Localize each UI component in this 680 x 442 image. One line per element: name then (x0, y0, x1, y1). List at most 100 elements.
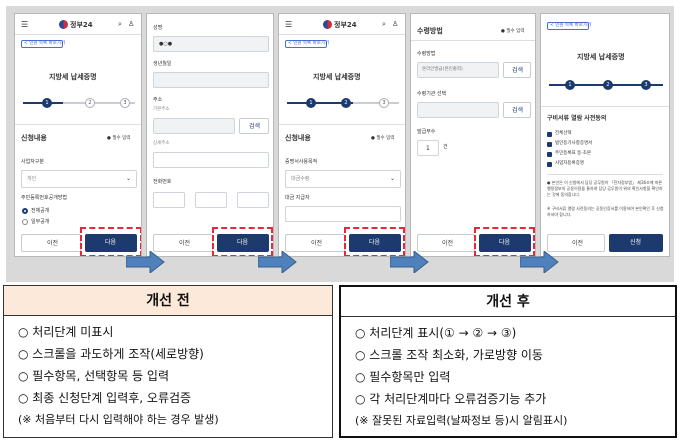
prev-button[interactable]: 이전 (153, 234, 213, 252)
logo-text: 정부24 (334, 21, 357, 29)
next-button[interactable]: 다음 (217, 234, 269, 252)
field-label: 사업자구분 (21, 159, 45, 165)
user-icon[interactable]: ♙ (128, 20, 135, 28)
highlight-next (474, 227, 535, 256)
purpose-select[interactable]: 대금수령 ⌄ (285, 170, 401, 188)
gov-logo-icon (323, 20, 332, 29)
section-title: 구비서류 열람 사전동의 (547, 115, 607, 122)
checkbox-doc-3[interactable] (547, 162, 552, 167)
step-3: 3 (379, 98, 389, 108)
field-label: 대금 지급자 (285, 195, 310, 201)
checkbox-doc-1[interactable] (547, 142, 552, 147)
search-button[interactable]: 검색 (239, 118, 269, 134)
prev-button[interactable]: 이전 (417, 234, 475, 252)
after-line: ○ 필수항목만 입력 (355, 370, 451, 384)
back-to-list-link[interactable]: < 민원 목록 바로가기 (547, 22, 591, 30)
address-placeholder: 기본주소 (153, 107, 170, 112)
search-icon[interactable]: ⌕ (382, 20, 386, 28)
business-type-select[interactable]: 개인 ⌄ (21, 170, 137, 188)
consent-notice: ● 본인은 이 신청에서 담당 공무원이 「전자정부법」 제36조에 따른 행정… (547, 180, 663, 197)
field-label: 수령기관 선택 (417, 91, 447, 97)
after-line: ○ 각 처리단계마다 오류검증기능 추가 (355, 392, 547, 406)
prev-button[interactable]: 이전 (21, 234, 81, 252)
birth-input[interactable] (153, 72, 269, 88)
menu-icon[interactable]: ☰ (21, 20, 29, 29)
screen-4: 수령방법 ● 필수 입력 수령방법 온라인발급(본인출력) 검색 수령기관 선택… (410, 13, 536, 257)
before-panel: 개선 전 ○ 처리단계 미표시 ○ 스크롤을 과도하게 조작(세로방향) ○ 필… (3, 285, 333, 438)
next-button[interactable]: 다음 (479, 234, 531, 252)
required-note: ● 필수 입력 (501, 29, 525, 34)
step-1: 1 (565, 80, 575, 90)
back-to-list-link[interactable]: < 민원 목록 바로가기 (21, 40, 65, 48)
name-input[interactable]: ●○● (153, 36, 269, 52)
chevron-down-icon: ⌄ (390, 175, 396, 182)
user-icon[interactable]: ♙ (392, 20, 399, 28)
page-title: 지방세 납세증명 (313, 73, 361, 81)
field-label: 증명서사용목적 (285, 159, 318, 165)
agency-input[interactable] (417, 102, 499, 118)
search-button[interactable]: 검색 (503, 62, 531, 78)
apply-button[interactable]: 신청 (609, 234, 663, 252)
after-line: (※ 잘못된 자료입력(날짜정보 등)시 알림표시) (355, 414, 568, 427)
phone-input-1[interactable] (153, 192, 185, 208)
consent-note: ※ 구비서류 열람 사전동의는 공동인증서를 이용하여 본인확인 후 신청하셔야… (547, 206, 664, 217)
radio-full[interactable] (22, 208, 28, 214)
receive-method-input[interactable]: 온라인발급(본인출력) (417, 62, 499, 78)
step-1: 1 (42, 98, 52, 108)
back-to-list-link[interactable]: < 민원 목록 바로가기 (285, 40, 329, 48)
arrow-right-icon (126, 251, 165, 273)
step-2: 2 (603, 80, 613, 90)
detail-address-input[interactable] (153, 152, 269, 168)
section-title: 신청내용 (285, 134, 311, 142)
phone-input-3[interactable] (237, 192, 269, 208)
highlight-next (80, 227, 141, 256)
search-button[interactable]: 검색 (503, 102, 531, 118)
radio-partial[interactable] (22, 219, 28, 225)
chevron-down-icon: ⌄ (126, 175, 132, 182)
field-label: 주소 (153, 97, 163, 103)
step-3: 3 (120, 98, 130, 108)
page-title: 지방세 납세증명 (577, 53, 625, 61)
phone-input-2[interactable] (195, 192, 227, 208)
field-label: 수령방법 (417, 51, 436, 57)
prev-button[interactable]: 이전 (285, 234, 345, 252)
payer-input[interactable] (285, 206, 401, 222)
arrow-right-icon (520, 251, 559, 273)
required-note: ● 필수 입력 (107, 136, 131, 141)
before-line: ○ 스크롤을 과도하게 조작(세로방향) (18, 347, 204, 361)
arrow-right-icon (390, 251, 429, 273)
search-icon[interactable]: ⌕ (118, 20, 122, 28)
field-label: 주민등록번호공개방법 (21, 195, 68, 201)
field-label: 전화번호 (153, 179, 172, 185)
required-note: ● 필수 입력 (371, 136, 395, 141)
field-label: 발급부수 (417, 129, 436, 135)
before-line: ○ 최종 신청단계 입력후, 오류검증 (18, 391, 192, 405)
after-line: ○ 처리단계 표시(① → ② → ③) (355, 326, 517, 340)
before-title: 개선 전 (4, 286, 332, 316)
checkbox-all[interactable] (547, 132, 552, 137)
next-button[interactable]: 다음 (349, 234, 401, 252)
section-title: 신청내용 (21, 134, 47, 142)
copies-input[interactable]: 1 (417, 140, 439, 156)
after-line: ○ 스크롤 조작 최소화, 가로방향 이동 (355, 348, 543, 362)
gov-logo-icon (59, 20, 68, 29)
field-label: 생년월일 (153, 61, 172, 67)
screen-flow-strip: ☰ 정부24 ⌕ ♙ < 민원 목록 바로가기 지방세 납세증명 1 2 3 신… (6, 6, 674, 282)
step-2: 2 (341, 98, 351, 108)
step-2: 2 (85, 98, 95, 108)
page-title: 지방세 납세증명 (49, 73, 97, 81)
menu-icon[interactable]: ☰ (285, 20, 293, 29)
highlight-next (212, 227, 273, 256)
step-3: 3 (641, 80, 651, 90)
field-label: 성명 (153, 25, 163, 31)
screen-5: < 민원 목록 바로가기 지방세 납세증명 1 2 3 구비서류 열람 사전동의… (540, 13, 670, 257)
prev-button[interactable]: 이전 (547, 234, 605, 252)
screen-2: 성명 ●○● 생년월일 주소 기본주소 검색 상세주소 전화번호 이전 다음 (146, 13, 274, 257)
detail-placeholder: 상세주소 (153, 141, 170, 146)
step-1: 1 (306, 98, 316, 108)
next-button[interactable]: 다음 (85, 234, 137, 252)
after-title: 개선 후 (341, 287, 675, 317)
address-input[interactable] (153, 118, 235, 134)
before-line: ○ 처리단계 미표시 (18, 325, 114, 339)
checkbox-doc-2[interactable] (547, 152, 552, 157)
